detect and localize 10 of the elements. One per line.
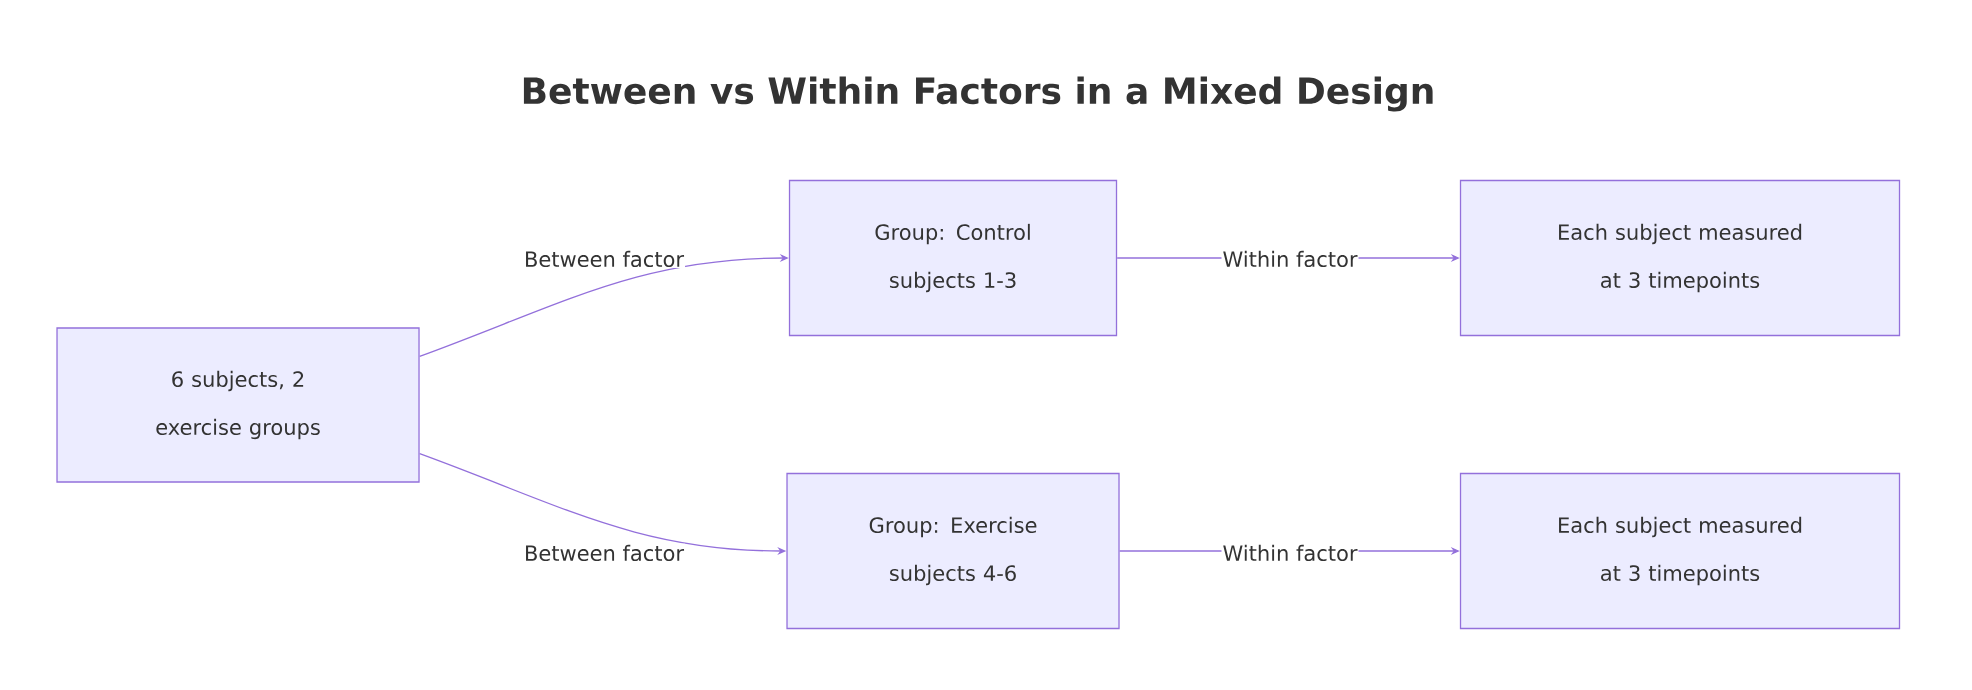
edge-label: Within factor <box>1223 544 1358 562</box>
edge-label: Between factor <box>526 250 685 268</box>
process-box: Group: Control subjects 1-3 <box>788 179 1118 337</box>
edge-label: Within factor <box>1223 250 1358 268</box>
process-box: Each subject measured at 3 timepoints <box>1459 179 1901 337</box>
title: Between vs Within Factors in a Mixed Design <box>523 76 1433 112</box>
process-box: Group: Exercise subjects 4-6 <box>786 472 1120 630</box>
process-box: Each subject measured at 3 timepoints <box>1459 472 1901 630</box>
edge-label: Between factor <box>526 544 685 562</box>
process-box: 6 subjects, 2 exercise groups <box>56 327 420 483</box>
